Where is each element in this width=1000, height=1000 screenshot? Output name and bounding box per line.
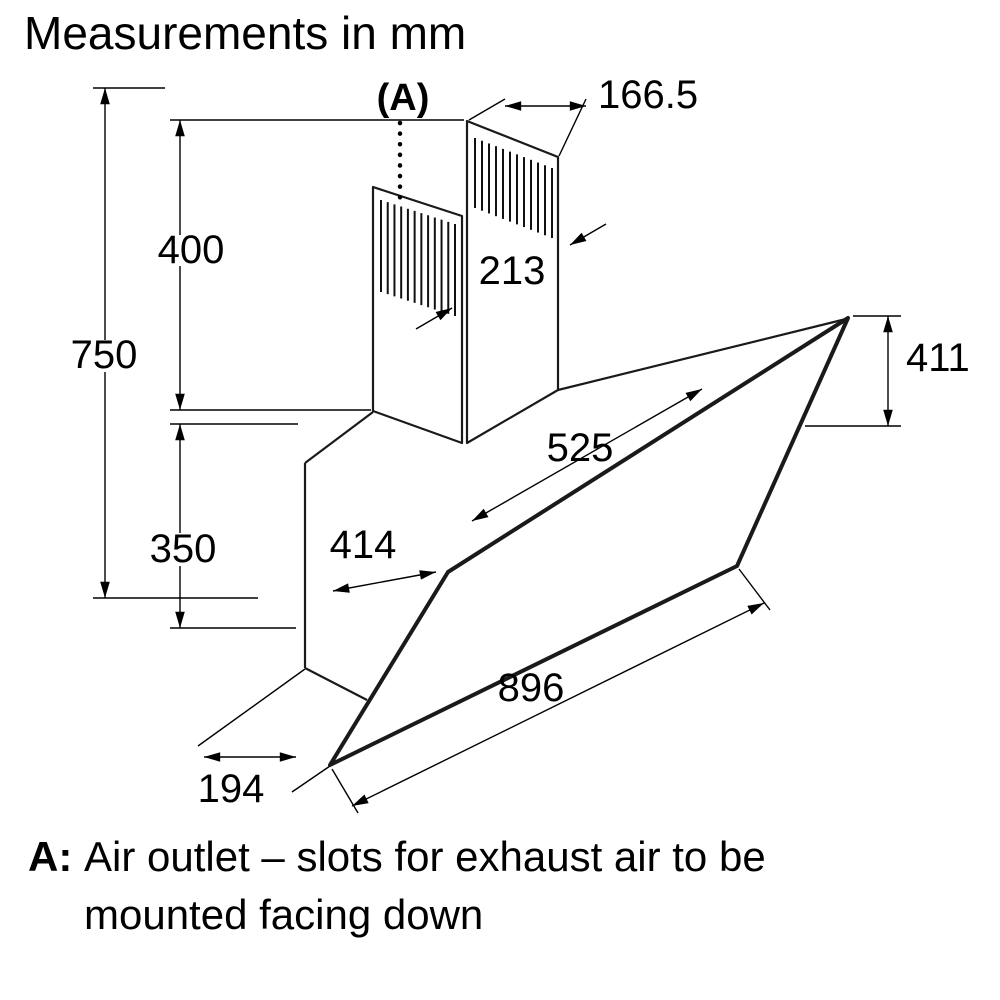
dim-chimney-top-width: 166.5 [468, 73, 698, 157]
body-top-left-edge [304, 411, 374, 464]
chimney-front-face [371, 185, 464, 445]
dim-label-414: 414 [330, 523, 397, 567]
dim-panel-height: 411 [805, 315, 970, 427]
vent-slots-right [474, 138, 553, 238]
dim-panel-width: 896 [331, 568, 771, 814]
body-top-back-edge [557, 317, 847, 392]
page-title: Measurements in mm [24, 7, 466, 59]
dim-label-213: 213 [479, 249, 546, 293]
dim-label-896: 896 [498, 666, 565, 710]
footnote-line-1: Air outlet – slots for exhaust air to be [84, 833, 766, 880]
dim-label-400: 400 [158, 228, 225, 272]
dim-label-411: 411 [906, 336, 970, 380]
dim-body-height: 350 [150, 423, 298, 629]
dim-label-166-5: 166.5 [598, 73, 698, 117]
dim-label-194: 194 [198, 767, 265, 811]
dim-top-depth: 525 [471, 388, 703, 522]
dim-label-750: 750 [71, 333, 138, 377]
dim-label-525: 525 [547, 426, 614, 470]
dim-chimney-height: 400 [158, 119, 464, 411]
glass-panel [328, 316, 850, 767]
body-bottom-left-edge [304, 667, 368, 701]
vent-slots-front [380, 200, 456, 316]
dim-label-350: 350 [150, 527, 217, 571]
dim-bottom-depth: 194 [197, 668, 331, 811]
footnote-label: A: [28, 833, 72, 880]
dim-chimney-depth: 213 [415, 223, 607, 330]
dim-total-height: 750 [71, 87, 258, 599]
dim-body-depth: 414 [330, 523, 437, 593]
footnote-line-2: mounted facing down [84, 891, 483, 938]
outlet-marker-label: (A) [377, 77, 430, 119]
footnote: A: Air outlet – slots for exhaust air to… [28, 833, 766, 938]
